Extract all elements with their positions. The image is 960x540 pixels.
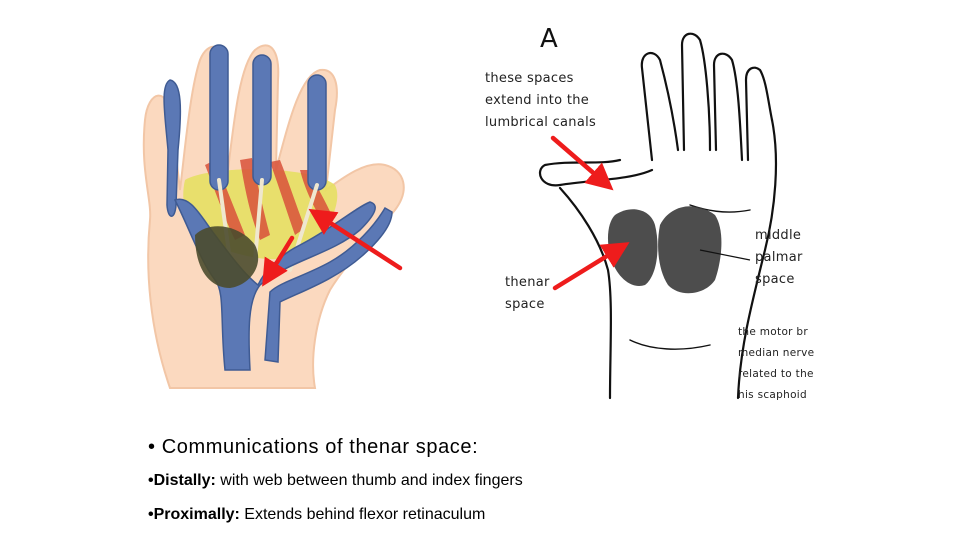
distal-term: •Distally: xyxy=(148,472,216,489)
proximal-communication-line: •Proximally: Extends behind flexor retin… xyxy=(148,498,848,532)
proximal-term: •Proximally: xyxy=(148,506,240,523)
communications-heading: • Communications of thenar space: xyxy=(148,436,479,458)
distal-text: with web between thumb and index fingers xyxy=(215,472,523,489)
proximal-text: Extends behind flexor retinaculum xyxy=(239,506,486,523)
figure-letter: A xyxy=(540,24,558,54)
palmar-spaces-diagram: A xyxy=(480,10,820,400)
label-motor-branch: the motor br median nerve related to the… xyxy=(738,326,815,400)
label-lumbrical-canals: these spaces extend into the lumbrical c… xyxy=(485,71,597,130)
middle-palmar-space-shape xyxy=(658,206,722,294)
notes-text-block: • Communications of thenar space: •Dista… xyxy=(148,430,848,532)
label-middle-palmar-space: middle palmar space xyxy=(755,228,803,287)
palm-synovial-sheaths-illustration xyxy=(130,30,440,390)
dark-space xyxy=(195,226,259,288)
hand-color-drawing xyxy=(142,44,405,389)
label-thenar-space: thenar space xyxy=(505,275,550,312)
thenar-space-shape xyxy=(607,209,658,286)
distal-communication-line: •Distally: with web between thumb and in… xyxy=(148,464,848,498)
